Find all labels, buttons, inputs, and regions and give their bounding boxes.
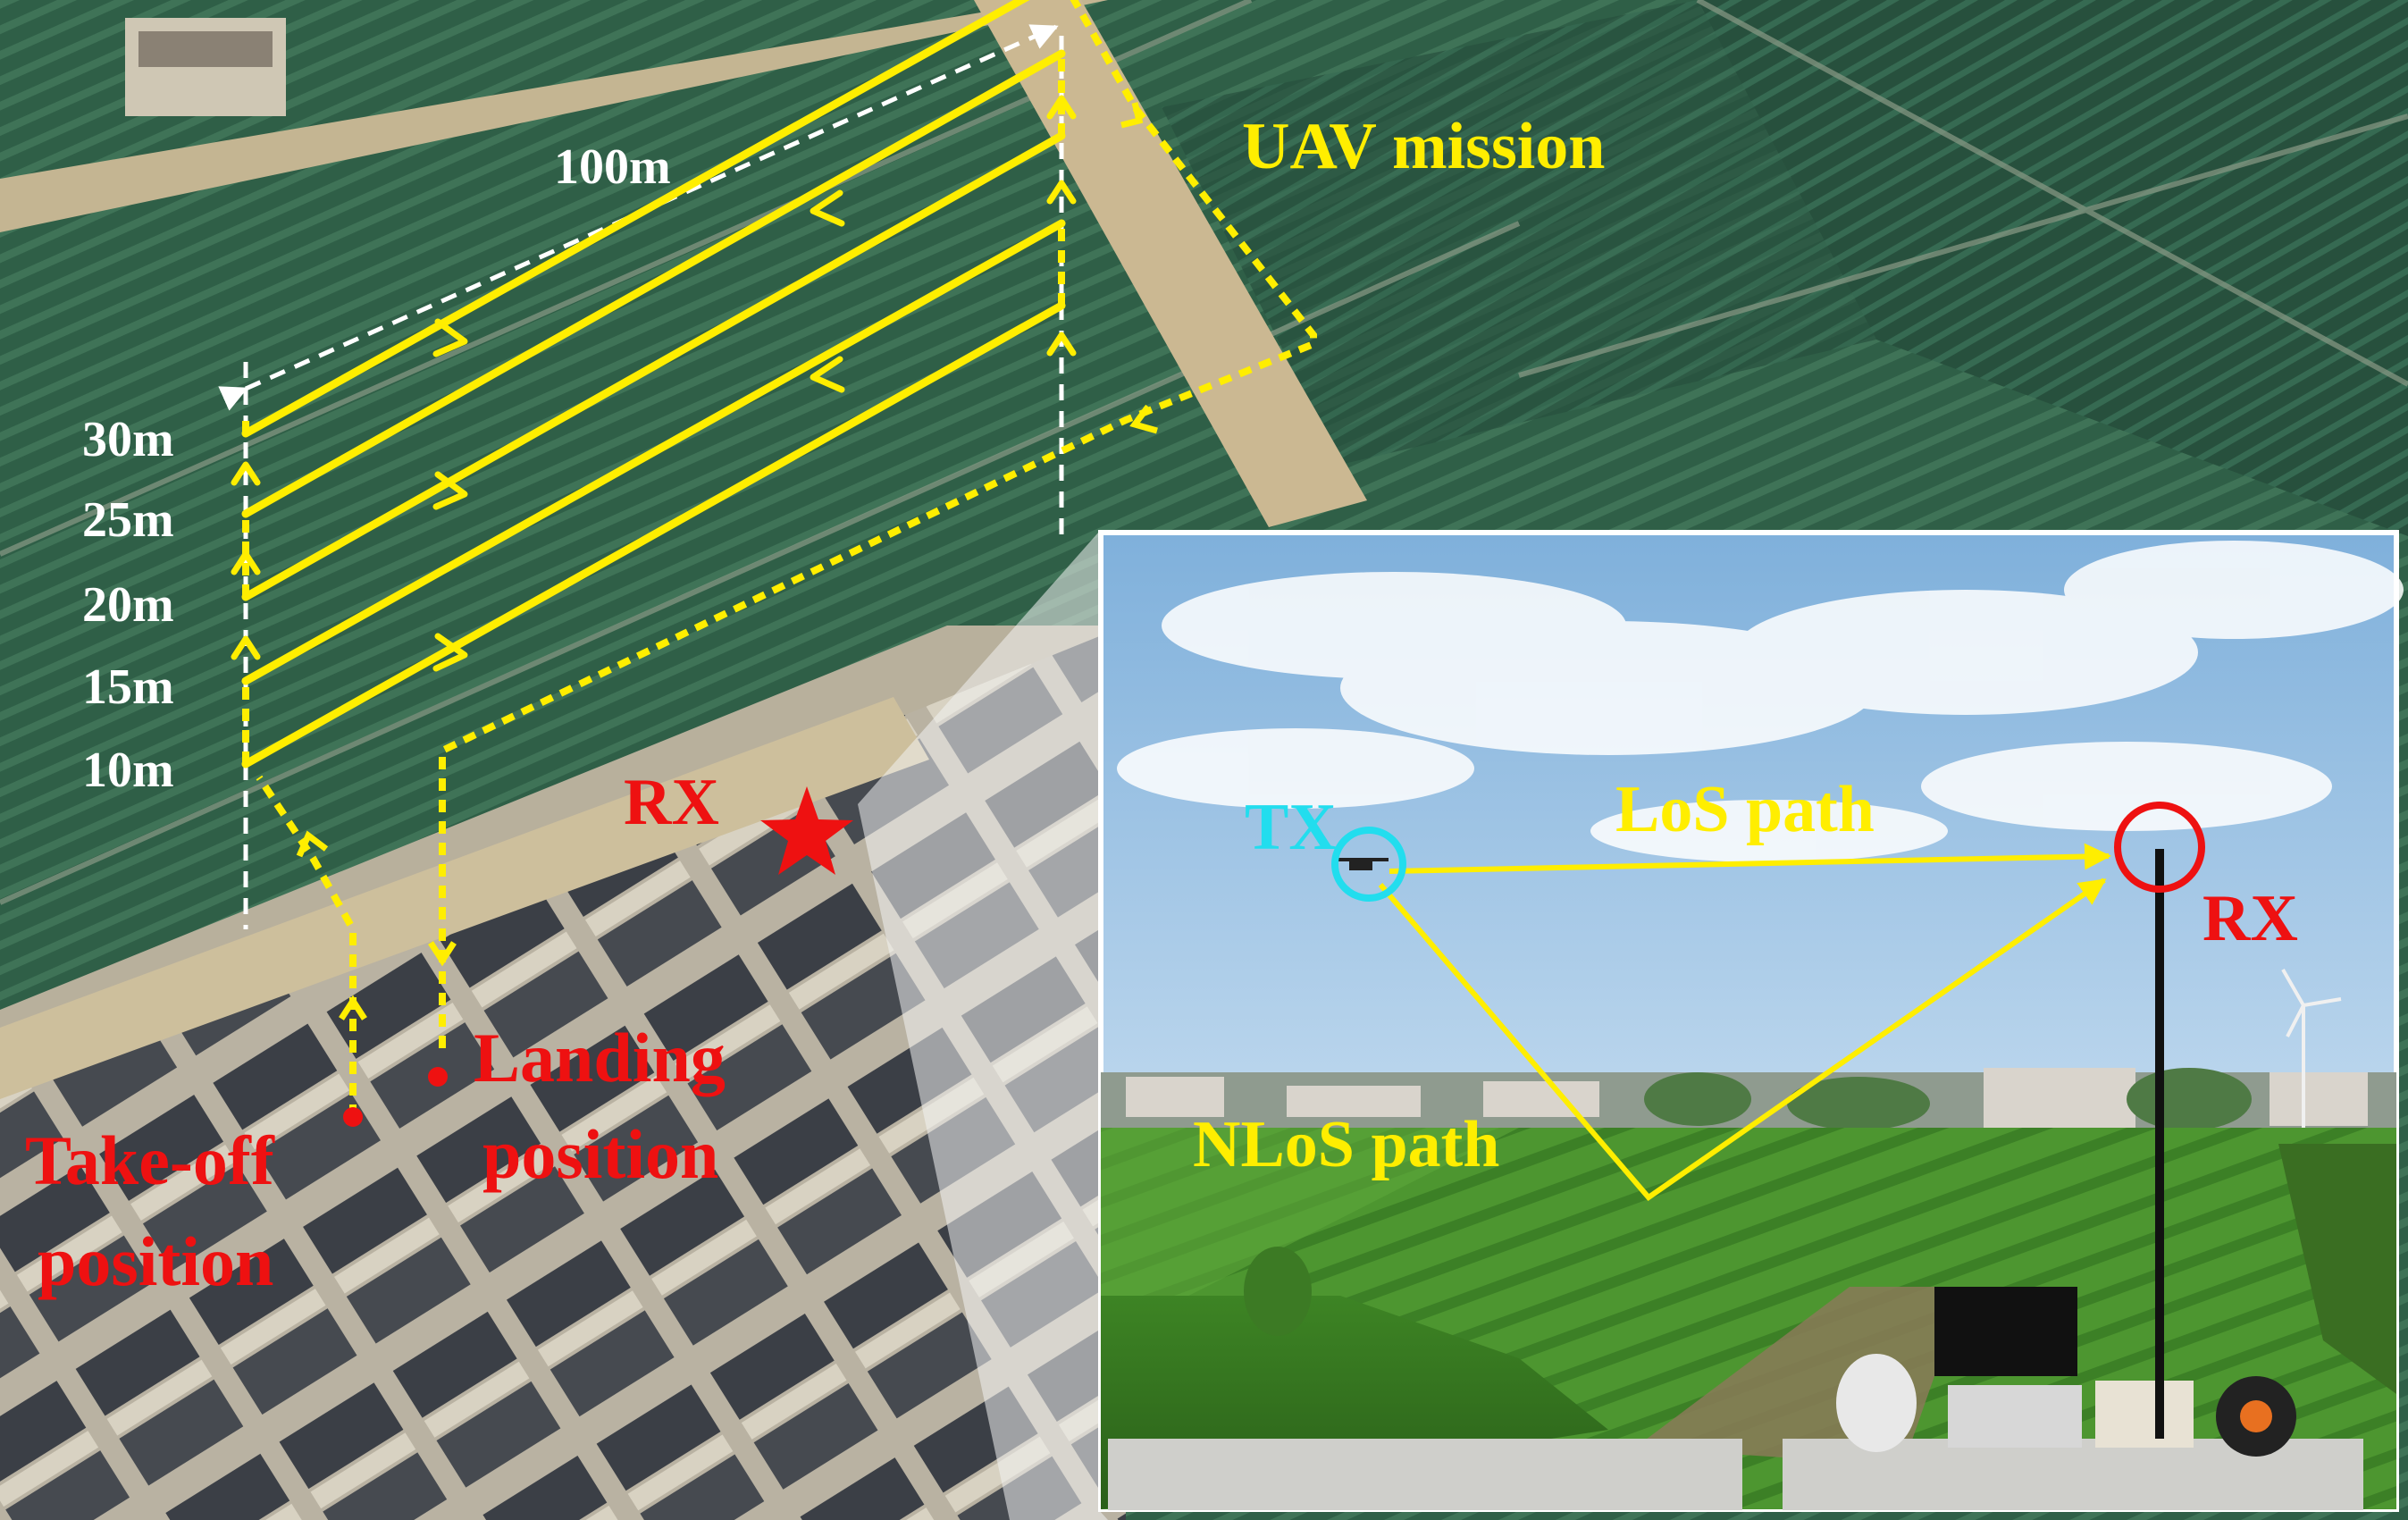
monitor bbox=[1934, 1287, 2077, 1376]
landing-marker bbox=[428, 1067, 448, 1087]
landing-label-line2: position bbox=[482, 1115, 718, 1193]
nlos-path-label: NLoS path bbox=[1193, 1108, 1499, 1181]
propagation-paths bbox=[1378, 843, 2111, 1202]
channel-sounder bbox=[1948, 1385, 2082, 1448]
leg-25m bbox=[241, 49, 1066, 518]
height-label-20m: 20m bbox=[82, 577, 174, 633]
nlos-path-arrow bbox=[1378, 878, 2107, 1202]
landing-label-line1: Landing bbox=[474, 1019, 726, 1096]
leg-20m bbox=[241, 131, 1066, 601]
height-label-10m: 10m bbox=[82, 743, 174, 798]
power-station bbox=[2095, 1381, 2194, 1448]
direction-arrow bbox=[432, 318, 468, 357]
takeoff-label-line1: Take-off bbox=[25, 1121, 275, 1199]
distance-label: 100m bbox=[554, 139, 671, 195]
tx-circle bbox=[1331, 827, 1406, 902]
drone-icon bbox=[1333, 858, 1389, 870]
direction-arrow bbox=[810, 356, 845, 393]
takeoff-marker bbox=[343, 1107, 363, 1127]
tx-label: TX bbox=[1245, 791, 1337, 864]
inset-photo bbox=[1098, 530, 2404, 1512]
fan bbox=[1836, 1354, 1917, 1452]
height-label-15m: 15m bbox=[82, 659, 174, 715]
takeoff-label-line2: position bbox=[38, 1222, 273, 1300]
rx-photo-label: RX bbox=[2202, 882, 2298, 955]
los-path-label: LoS path bbox=[1615, 773, 1875, 846]
los-path-arrow bbox=[1389, 843, 2111, 874]
direction-arrow bbox=[432, 471, 468, 510]
uav-flight-path bbox=[218, 0, 1317, 1127]
direction-arrow bbox=[810, 189, 845, 227]
rx-aerial-label: RX bbox=[624, 766, 719, 839]
height-label-25m: 25m bbox=[82, 492, 174, 548]
leg-30m bbox=[241, 0, 1030, 438]
aerial-labels: UAV mission 100m 30m 25m 20m 15m 10m RX … bbox=[25, 110, 1605, 1300]
leg-10m bbox=[241, 301, 1066, 768]
direction-arrow bbox=[432, 633, 468, 672]
rx-circle bbox=[2114, 802, 2205, 893]
height-label-30m: 30m bbox=[82, 412, 174, 467]
inset-labels: TX LoS path NLoS path RX bbox=[1193, 773, 2298, 1181]
rx-star-icon bbox=[760, 786, 853, 875]
leg-15m bbox=[241, 219, 1066, 685]
uav-mission-label: UAV mission bbox=[1242, 110, 1605, 183]
